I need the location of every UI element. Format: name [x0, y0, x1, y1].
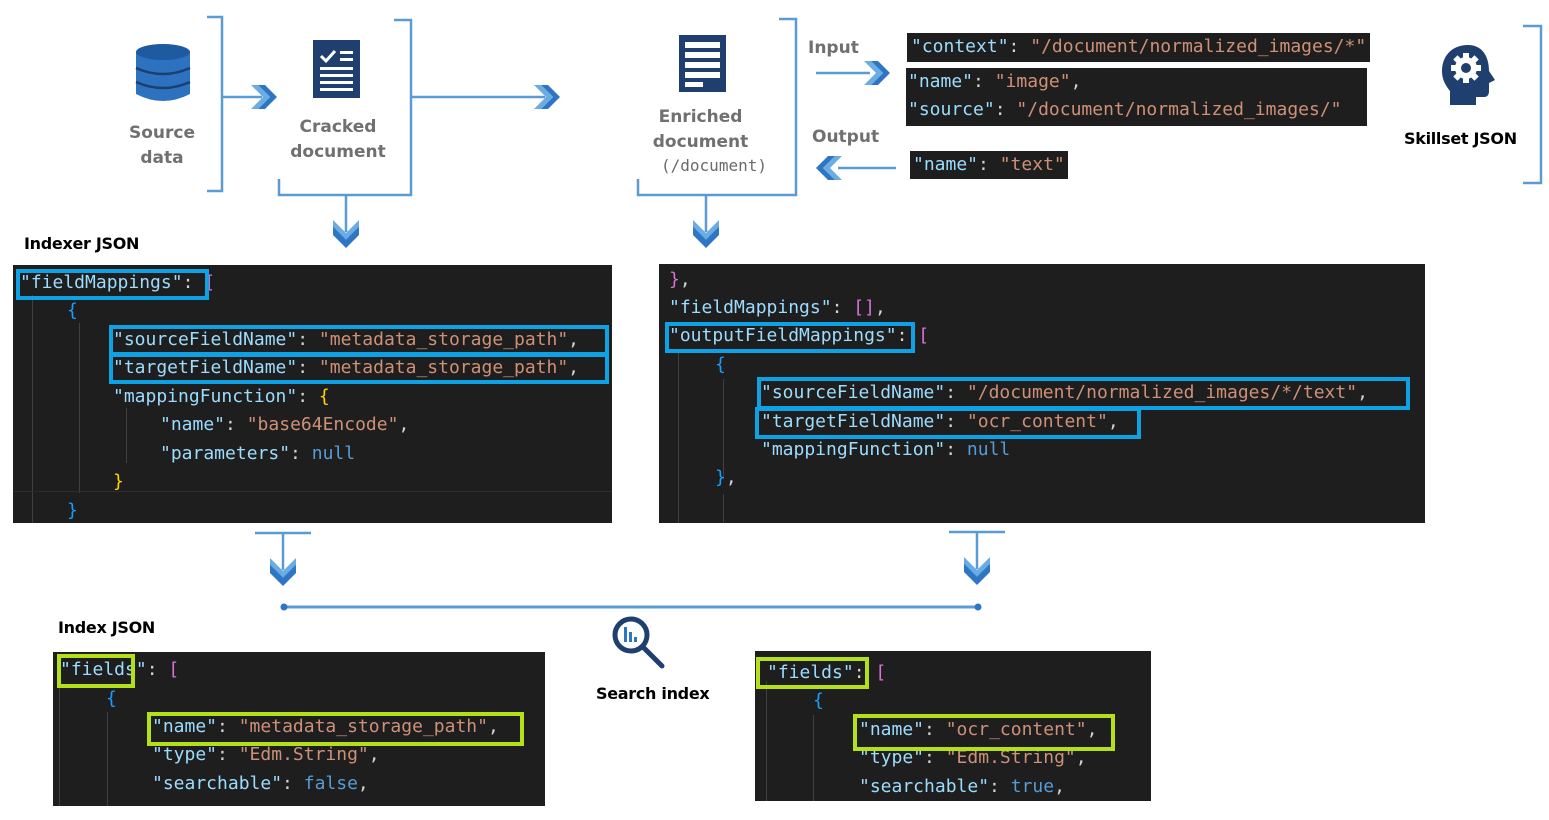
search-index-label: Search index	[596, 684, 710, 703]
code-line: "searchable": true,	[859, 776, 1065, 797]
document-icon	[679, 35, 726, 92]
code-line: "targetFieldName": "ocr_content",	[761, 411, 1119, 432]
code-line: }	[67, 500, 78, 521]
source-bracket	[207, 15, 224, 193]
code-line: "mappingFunction": null	[761, 439, 1011, 460]
code-line: "fields": [	[60, 659, 180, 680]
source-data-label: Source data	[128, 123, 196, 168]
code-line: "name": "ocr_content",	[859, 719, 1098, 740]
code-line: {	[813, 690, 824, 711]
head-gear-icon	[1442, 45, 1495, 105]
skillset-json-label: Skillset JSON	[1404, 129, 1517, 148]
highlight-name-field	[147, 712, 524, 746]
code-line: "type": "Edm.String",	[859, 747, 1087, 768]
code-line: "fieldMappings": [	[20, 272, 216, 293]
highlight-name-field	[853, 714, 1115, 751]
skillset-bracket	[1523, 24, 1543, 185]
code-line: "fieldMappings": [],	[669, 297, 886, 318]
output-label: Output	[812, 127, 880, 147]
index-json-title: Index JSON	[58, 618, 156, 637]
highlight-fields	[57, 654, 135, 688]
enriched-document-path: (/document)	[661, 156, 767, 175]
code-line: "fields": [	[767, 662, 887, 683]
highlight-fieldmappings	[16, 269, 209, 300]
index-left-code: "fields": [ { "name": "metadata_storage_…	[53, 652, 545, 806]
skill-input-snippet: "name": "image","source": "/document/nor…	[906, 68, 1367, 126]
code-line: "name": "metadata_storage_path",	[152, 716, 499, 737]
search-chart-icon	[612, 616, 665, 669]
code-line: "name": "base64Encode",	[160, 414, 410, 435]
code-line: "mappingFunction": {	[113, 386, 330, 407]
skill-output-snippet: "name": "text"	[910, 151, 1068, 179]
output-field-mappings-code: }, "fieldMappings": [], "outputFieldMapp…	[659, 264, 1425, 523]
code-line: "searchable": false,	[152, 773, 369, 794]
highlight-source-field	[757, 377, 1410, 410]
code-line: "sourceFieldName": "metadata_storage_pat…	[113, 329, 580, 350]
code-line: "outputFieldMappings": [	[669, 325, 930, 346]
highlight-output-field-mappings	[665, 322, 915, 353]
code-line: {	[106, 688, 117, 709]
enriched-document-label: Enriched	[658, 107, 743, 127]
index-right-code: "fields": [ { "name": "ocr_content", "ty…	[755, 651, 1151, 801]
checklist-document-icon	[313, 40, 360, 98]
indexer-json-code: "fieldMappings": [ { "sourceFieldName": …	[13, 265, 612, 523]
enriched-bracket	[636, 17, 798, 197]
code-line: "parameters": null	[160, 443, 356, 464]
indexer-json-title: Indexer JSON	[24, 234, 140, 253]
code-line: "type": "Edm.String",	[152, 744, 380, 765]
highlight-target-field	[755, 407, 1141, 439]
code-line: },	[669, 269, 691, 290]
code-line: },	[715, 467, 737, 488]
input-label: Input	[808, 38, 859, 58]
code-line: "sourceFieldName": "/document/normalized…	[761, 382, 1368, 403]
highlight-source-field	[109, 325, 609, 356]
highlight-fields	[756, 657, 869, 689]
code-line: }	[113, 471, 124, 492]
highlight-target-field	[109, 353, 609, 384]
cracked-bracket	[277, 18, 413, 197]
enriched-document-label-2: document	[652, 132, 749, 152]
code-line: "targetFieldName": "metadata_storage_pat…	[113, 357, 580, 378]
skill-context-snippet: "context": "/document/normalized_images/…	[907, 33, 1371, 62]
code-line: {	[715, 354, 726, 375]
code-line: {	[67, 300, 78, 321]
cracked-document-label: Cracked document	[290, 117, 386, 162]
database-icon	[135, 44, 191, 101]
